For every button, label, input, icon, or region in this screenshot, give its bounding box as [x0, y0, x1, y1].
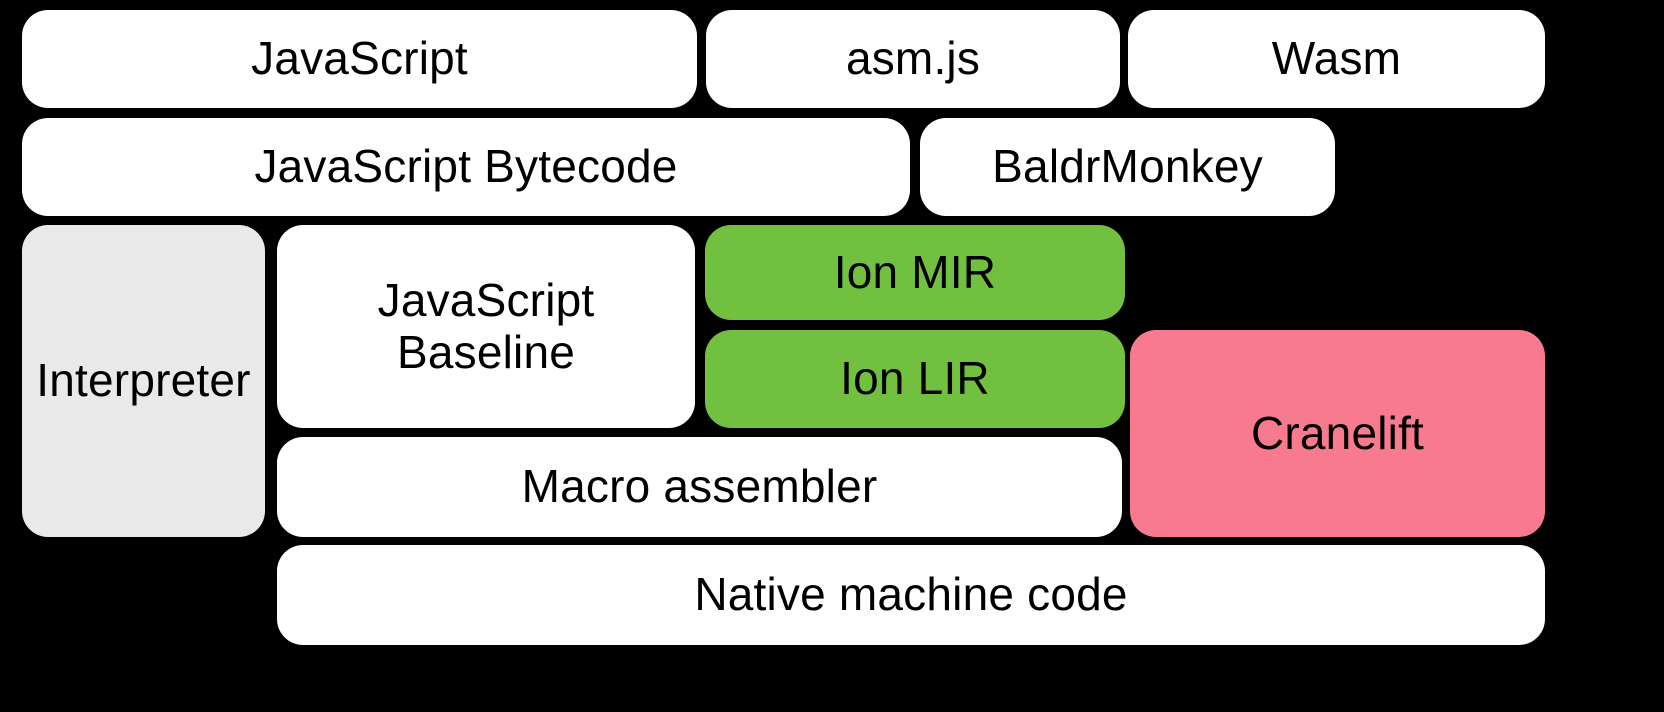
- node-ion-mir: Ion MIR: [705, 225, 1125, 320]
- node-javascript-bytecode: JavaScript Bytecode: [22, 118, 910, 216]
- node-asmjs: asm.js: [706, 10, 1120, 108]
- node-javascript-baseline-label: JavaScript Baseline: [377, 273, 595, 378]
- node-baldrmonkey-label: BaldrMonkey: [992, 140, 1263, 193]
- node-native-machine-code: Native machine code: [277, 545, 1545, 645]
- node-wasm: Wasm: [1128, 10, 1545, 108]
- node-cranelift: Cranelift: [1130, 330, 1545, 537]
- node-asmjs-label: asm.js: [845, 32, 981, 85]
- node-ion-lir: Ion LIR: [705, 330, 1125, 428]
- node-javascript-baseline: JavaScript Baseline: [277, 225, 695, 428]
- node-javascript-label: JavaScript: [251, 32, 468, 85]
- node-baldrmonkey: BaldrMonkey: [920, 118, 1335, 216]
- node-macro-assembler-label: Macro assembler: [521, 460, 878, 513]
- node-javascript: JavaScript: [22, 10, 697, 108]
- node-cranelift-label: Cranelift: [1250, 406, 1425, 459]
- node-macro-assembler: Macro assembler: [277, 437, 1122, 537]
- node-interpreter: Interpreter: [22, 225, 265, 537]
- node-ion-lir-label: Ion LIR: [840, 352, 990, 405]
- node-native-machine-code-label: Native machine code: [694, 568, 1128, 621]
- node-ion-mir-label: Ion MIR: [833, 245, 997, 298]
- node-javascript-bytecode-label: JavaScript Bytecode: [254, 140, 678, 193]
- node-interpreter-label: Interpreter: [36, 354, 251, 407]
- node-wasm-label: Wasm: [1271, 32, 1402, 85]
